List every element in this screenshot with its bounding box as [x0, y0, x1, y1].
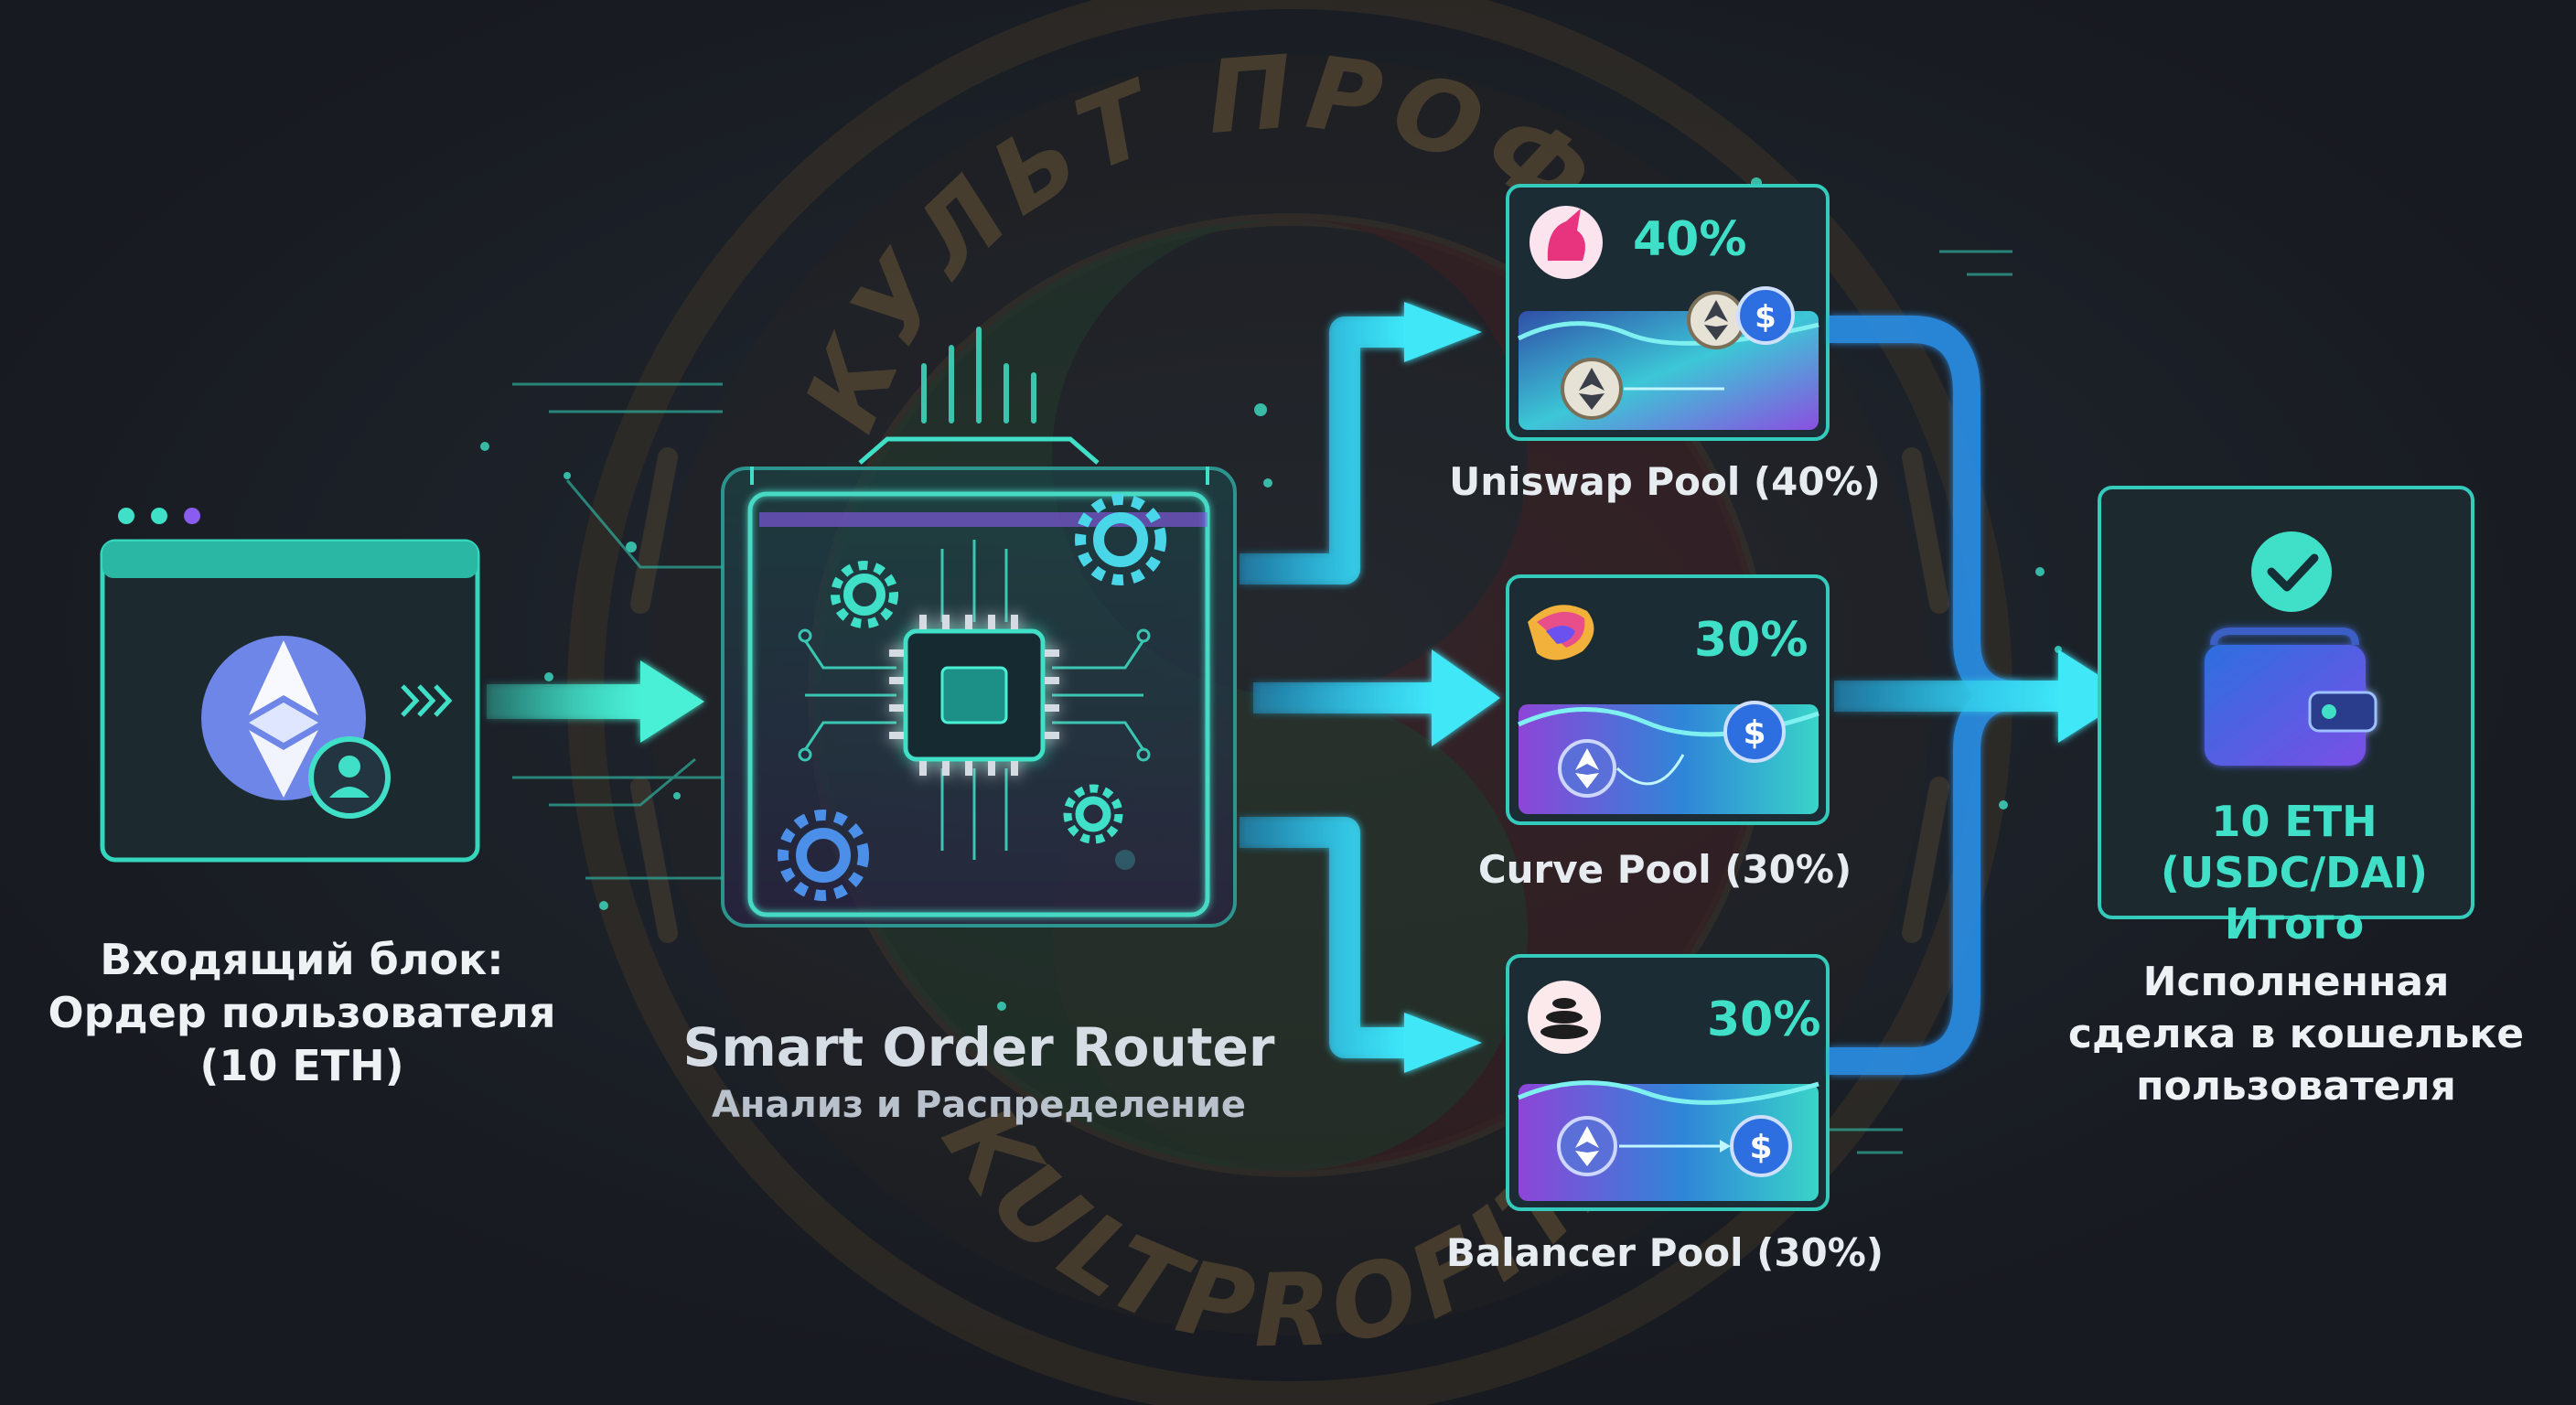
gear-icon [778, 810, 869, 901]
pool-card-uniswap: $ [1506, 184, 1830, 441]
balancer-percent: 30% [1707, 992, 1821, 1047]
router-subtitle: Анализ и Распределение [711, 1084, 1247, 1126]
output-caption-line3: пользователя [2136, 1063, 2456, 1110]
ethereum-coin-icon [1558, 739, 1616, 798]
svg-text:$: $ [1743, 714, 1766, 752]
svg-text:$: $ [1749, 1129, 1772, 1166]
svg-text:$: $ [1755, 299, 1776, 336]
unicorn-icon [1530, 206, 1603, 279]
decorative-lines [512, 250, 2012, 1154]
pool-card-balancer: $ [1506, 954, 1830, 1211]
output-caption-line1: Исполненная [2142, 959, 2450, 1005]
circuit-traces [798, 540, 1151, 860]
input-caption-line1: Входящий блок: [100, 935, 504, 984]
balancer-icon [1528, 981, 1601, 1054]
uniswap-pool-label: Uniswap Pool (40%) [1449, 459, 1881, 504]
input-caption: Входящий блок: Ордер пользователя (10 ET… [37, 933, 567, 1092]
gear-icon [1075, 494, 1166, 585]
input-caption-line3: (10 ETH) [199, 1041, 404, 1090]
curve-percent: 30% [1694, 613, 1809, 668]
curve-pool-label: Curve Pool (30%) [1477, 847, 1852, 892]
curve-icon [1528, 605, 1594, 660]
ethereum-coin-icon [1561, 358, 1623, 420]
ethereum-coin-icon [1687, 291, 1745, 349]
uniswap-percent: 40% [1633, 212, 1747, 267]
router-block [721, 436, 1237, 928]
route-to-curve [1253, 649, 1500, 746]
result-value: 10 ETH (USDC/DAI) Итого [2093, 796, 2496, 949]
router-title: Smart Order Router [682, 1016, 1275, 1078]
arrow-to-wallet [1834, 649, 2131, 743]
input-block [100, 508, 480, 863]
input-caption-line2: Ордер пользователя [48, 988, 556, 1037]
gear-icon [1063, 784, 1123, 844]
route-to-balancer [1240, 817, 1482, 1073]
check-icon [2251, 531, 2332, 612]
usdc-coin-icon: $ [1736, 286, 1795, 345]
route-to-uniswap [1240, 302, 1482, 585]
output-block [2098, 486, 2474, 919]
ethereum-user-icon [201, 636, 391, 819]
chevrons-icon [401, 684, 453, 717]
balancer-pool-label: Balancer Pool (30%) [1445, 1230, 1884, 1275]
data-bars [921, 327, 1036, 424]
ethereum-coin-icon [1557, 1116, 1617, 1176]
chip-icon [889, 615, 1059, 776]
result-value-line1: 10 ETH (USDC/DAI) [2160, 797, 2429, 897]
usdc-coin-icon: $ [1730, 1115, 1792, 1177]
arrow-input-to-router [487, 660, 704, 743]
output-caption: Исполненная сделка в кошельке пользовате… [2031, 956, 2561, 1112]
wallet-icon [2205, 627, 2377, 766]
gear-icon [831, 561, 898, 628]
result-value-line2: Итого [2224, 899, 2365, 949]
usdc-coin-icon: $ [1723, 701, 1786, 763]
output-caption-line2: сделка в кошельке [2067, 1011, 2525, 1057]
pool-card-curve: $ [1506, 574, 1830, 825]
